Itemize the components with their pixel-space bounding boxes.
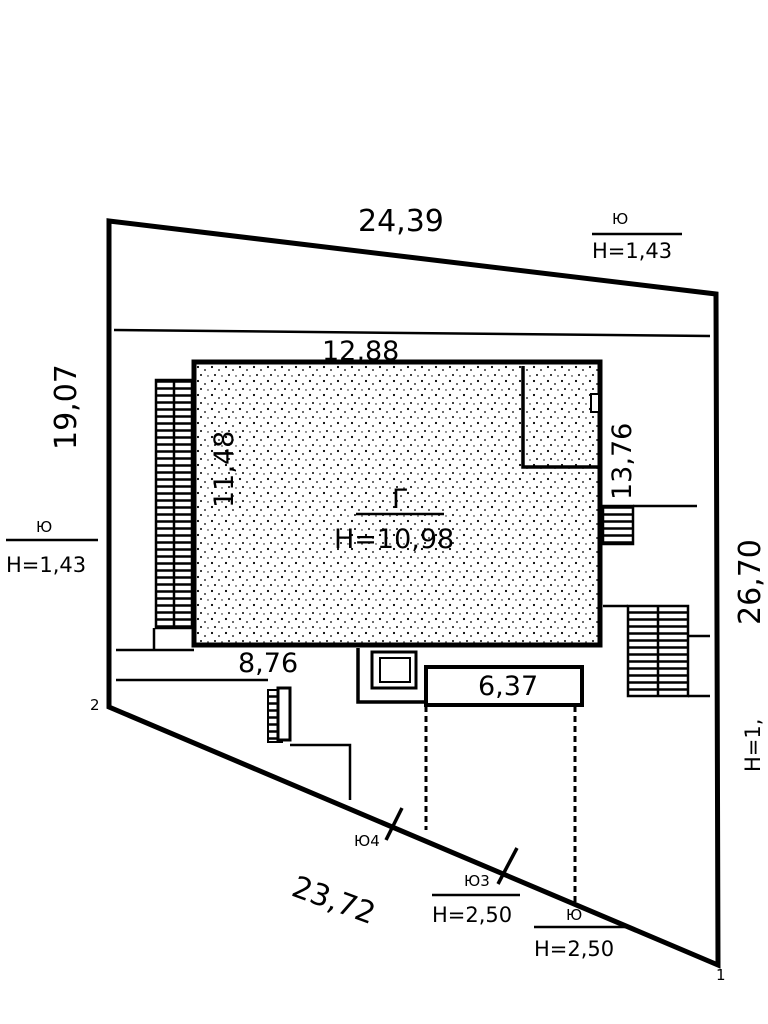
annex: [424, 665, 584, 707]
marker-w-height: Н=1,43: [6, 553, 86, 577]
marker-w-code: Ю: [36, 518, 52, 536]
dim-building-top: 12,88: [322, 336, 399, 367]
porch-wall: [290, 743, 352, 800]
marker-tick-s3: [384, 807, 404, 841]
marker-tick-s1: [496, 847, 519, 885]
marker-s2-height: Н=2,50: [534, 937, 614, 961]
marker-ne-height: Н=1,43: [592, 239, 672, 263]
corner-se-label: 1: [716, 966, 726, 984]
marker-s1-code: Ю3: [464, 872, 490, 890]
right-stair-upper: [601, 504, 635, 546]
marker-s1-height: Н=2,50: [432, 903, 512, 927]
building-letter: Г: [392, 484, 408, 515]
fence-line-top: [113, 328, 711, 338]
dim-porch: 8,76: [238, 648, 298, 679]
dim-west: 19,07: [49, 364, 84, 450]
marker-e-height: Н=1,: [741, 719, 765, 772]
dim-building-left: 11,48: [209, 431, 240, 508]
porch-post: [276, 686, 292, 742]
building-door: [590, 393, 600, 413]
marker-s2-code: Ю: [566, 906, 582, 924]
dim-building-right: 13,76: [607, 423, 638, 500]
dim-south: 23,72: [287, 870, 380, 932]
marker-ne-code: Ю: [612, 210, 628, 228]
building-height: Н=10,98: [334, 524, 454, 555]
marker-s3-code: Ю4: [354, 832, 380, 850]
dim-annex: 6,37: [478, 671, 538, 702]
annex-vestibule-inner: [379, 657, 411, 683]
corner-sw-label: 2: [90, 696, 100, 714]
annex-vestibule: [370, 650, 418, 690]
plot-boundary: [106, 218, 721, 969]
dim-east: 26,70: [733, 539, 768, 625]
annex-connector: [356, 648, 426, 704]
building-inner-room: [521, 366, 598, 469]
main-building: [191, 359, 603, 648]
dim-north: 24,39: [358, 204, 444, 239]
